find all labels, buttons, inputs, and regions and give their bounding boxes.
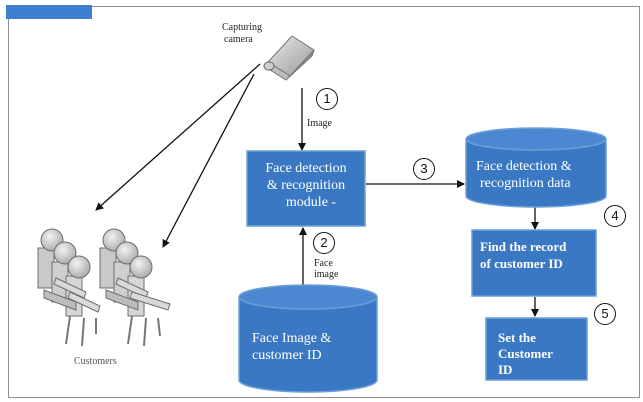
face-image-db-line2: customer ID <box>252 348 322 363</box>
find-record-box <box>471 229 597 297</box>
image-arrow-label: Image <box>307 118 332 129</box>
module-line1: Face detection <box>265 161 347 176</box>
step-3-badge: 3 <box>413 158 435 180</box>
set-customer-id-box <box>485 317 588 381</box>
step-4-badge: 4 <box>604 205 626 227</box>
recognition-data-database <box>465 127 607 208</box>
face-image-label-line2: image <box>314 269 339 280</box>
module-line3: module - <box>285 195 337 210</box>
set-id-line3: ID <box>498 362 513 377</box>
face-image-db-text: Face Image & customer ID <box>252 330 372 364</box>
camera-to-customers-arrow-left <box>95 63 261 211</box>
step-2-badge: 2 <box>313 232 335 254</box>
customers-label: Customers <box>74 356 117 367</box>
recognition-data-line1: Face detection & <box>476 159 572 174</box>
diagram-frame <box>8 6 640 398</box>
find-record-text: Find the record of customer ID <box>480 238 596 272</box>
header-tab <box>6 5 92 19</box>
module-line2: & recognition <box>266 178 346 193</box>
camera-label-line1: Capturing <box>222 22 262 33</box>
face-recognition-module-box <box>246 150 366 227</box>
camera-label: Capturing camera <box>222 22 292 46</box>
set-id-line1: Set the <box>498 330 536 345</box>
step-1-badge: 1 <box>316 88 338 110</box>
recognition-data-text: Face detection & recognition data <box>476 158 606 192</box>
step-5-badge: 5 <box>594 303 616 325</box>
face-image-arrow-label: Face image <box>314 258 338 280</box>
find-record-line1: Find the record <box>480 239 567 254</box>
camera-to-customers-arrow-right <box>162 73 255 248</box>
camera-icon <box>263 35 315 81</box>
camera-label-line2: camera <box>224 34 253 45</box>
set-customer-id-text: Set the Customer ID <box>498 330 584 378</box>
recognition-data-line2: recognition data <box>480 176 571 191</box>
find-record-line2: of customer ID <box>480 256 563 271</box>
customers-illustration <box>37 228 171 347</box>
face-image-database <box>238 284 378 393</box>
set-id-line2: Customer <box>498 346 553 361</box>
face-image-label-line1: Face <box>314 258 333 269</box>
module-text: Face detection & recognition module - <box>247 160 365 211</box>
face-image-db-line1: Face Image & <box>252 331 332 346</box>
